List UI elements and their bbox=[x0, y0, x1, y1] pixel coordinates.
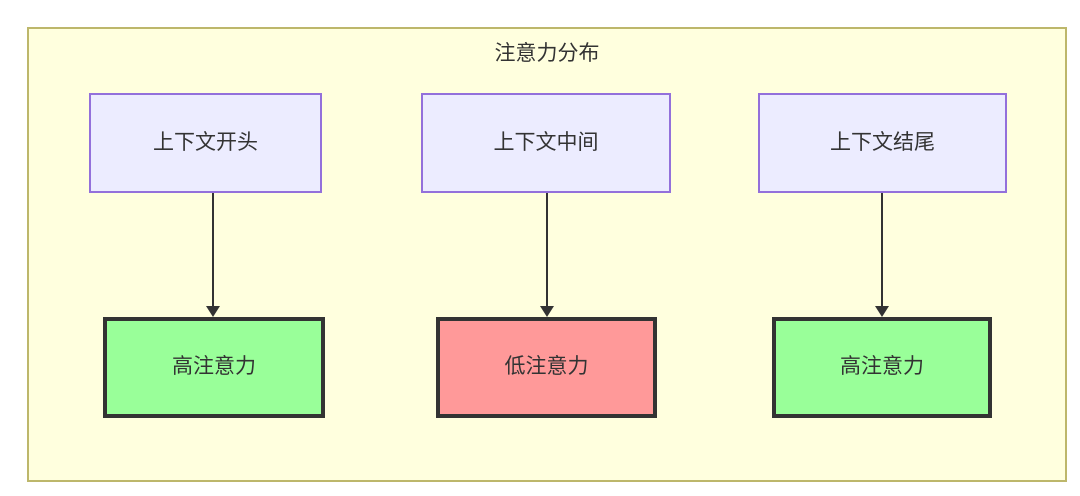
diagram-title: 注意力分布 bbox=[494, 42, 600, 65]
node-context-start[interactable]: 上下文开头 bbox=[89, 93, 322, 193]
node-attention-start[interactable]: 高注意力 bbox=[103, 317, 325, 418]
node-attention-end[interactable]: 高注意力 bbox=[772, 317, 992, 418]
node-context-end[interactable]: 上下文结尾 bbox=[758, 93, 1007, 193]
node-context-middle[interactable]: 上下文中间 bbox=[421, 93, 671, 193]
node-attention-middle[interactable]: 低注意力 bbox=[436, 317, 657, 418]
